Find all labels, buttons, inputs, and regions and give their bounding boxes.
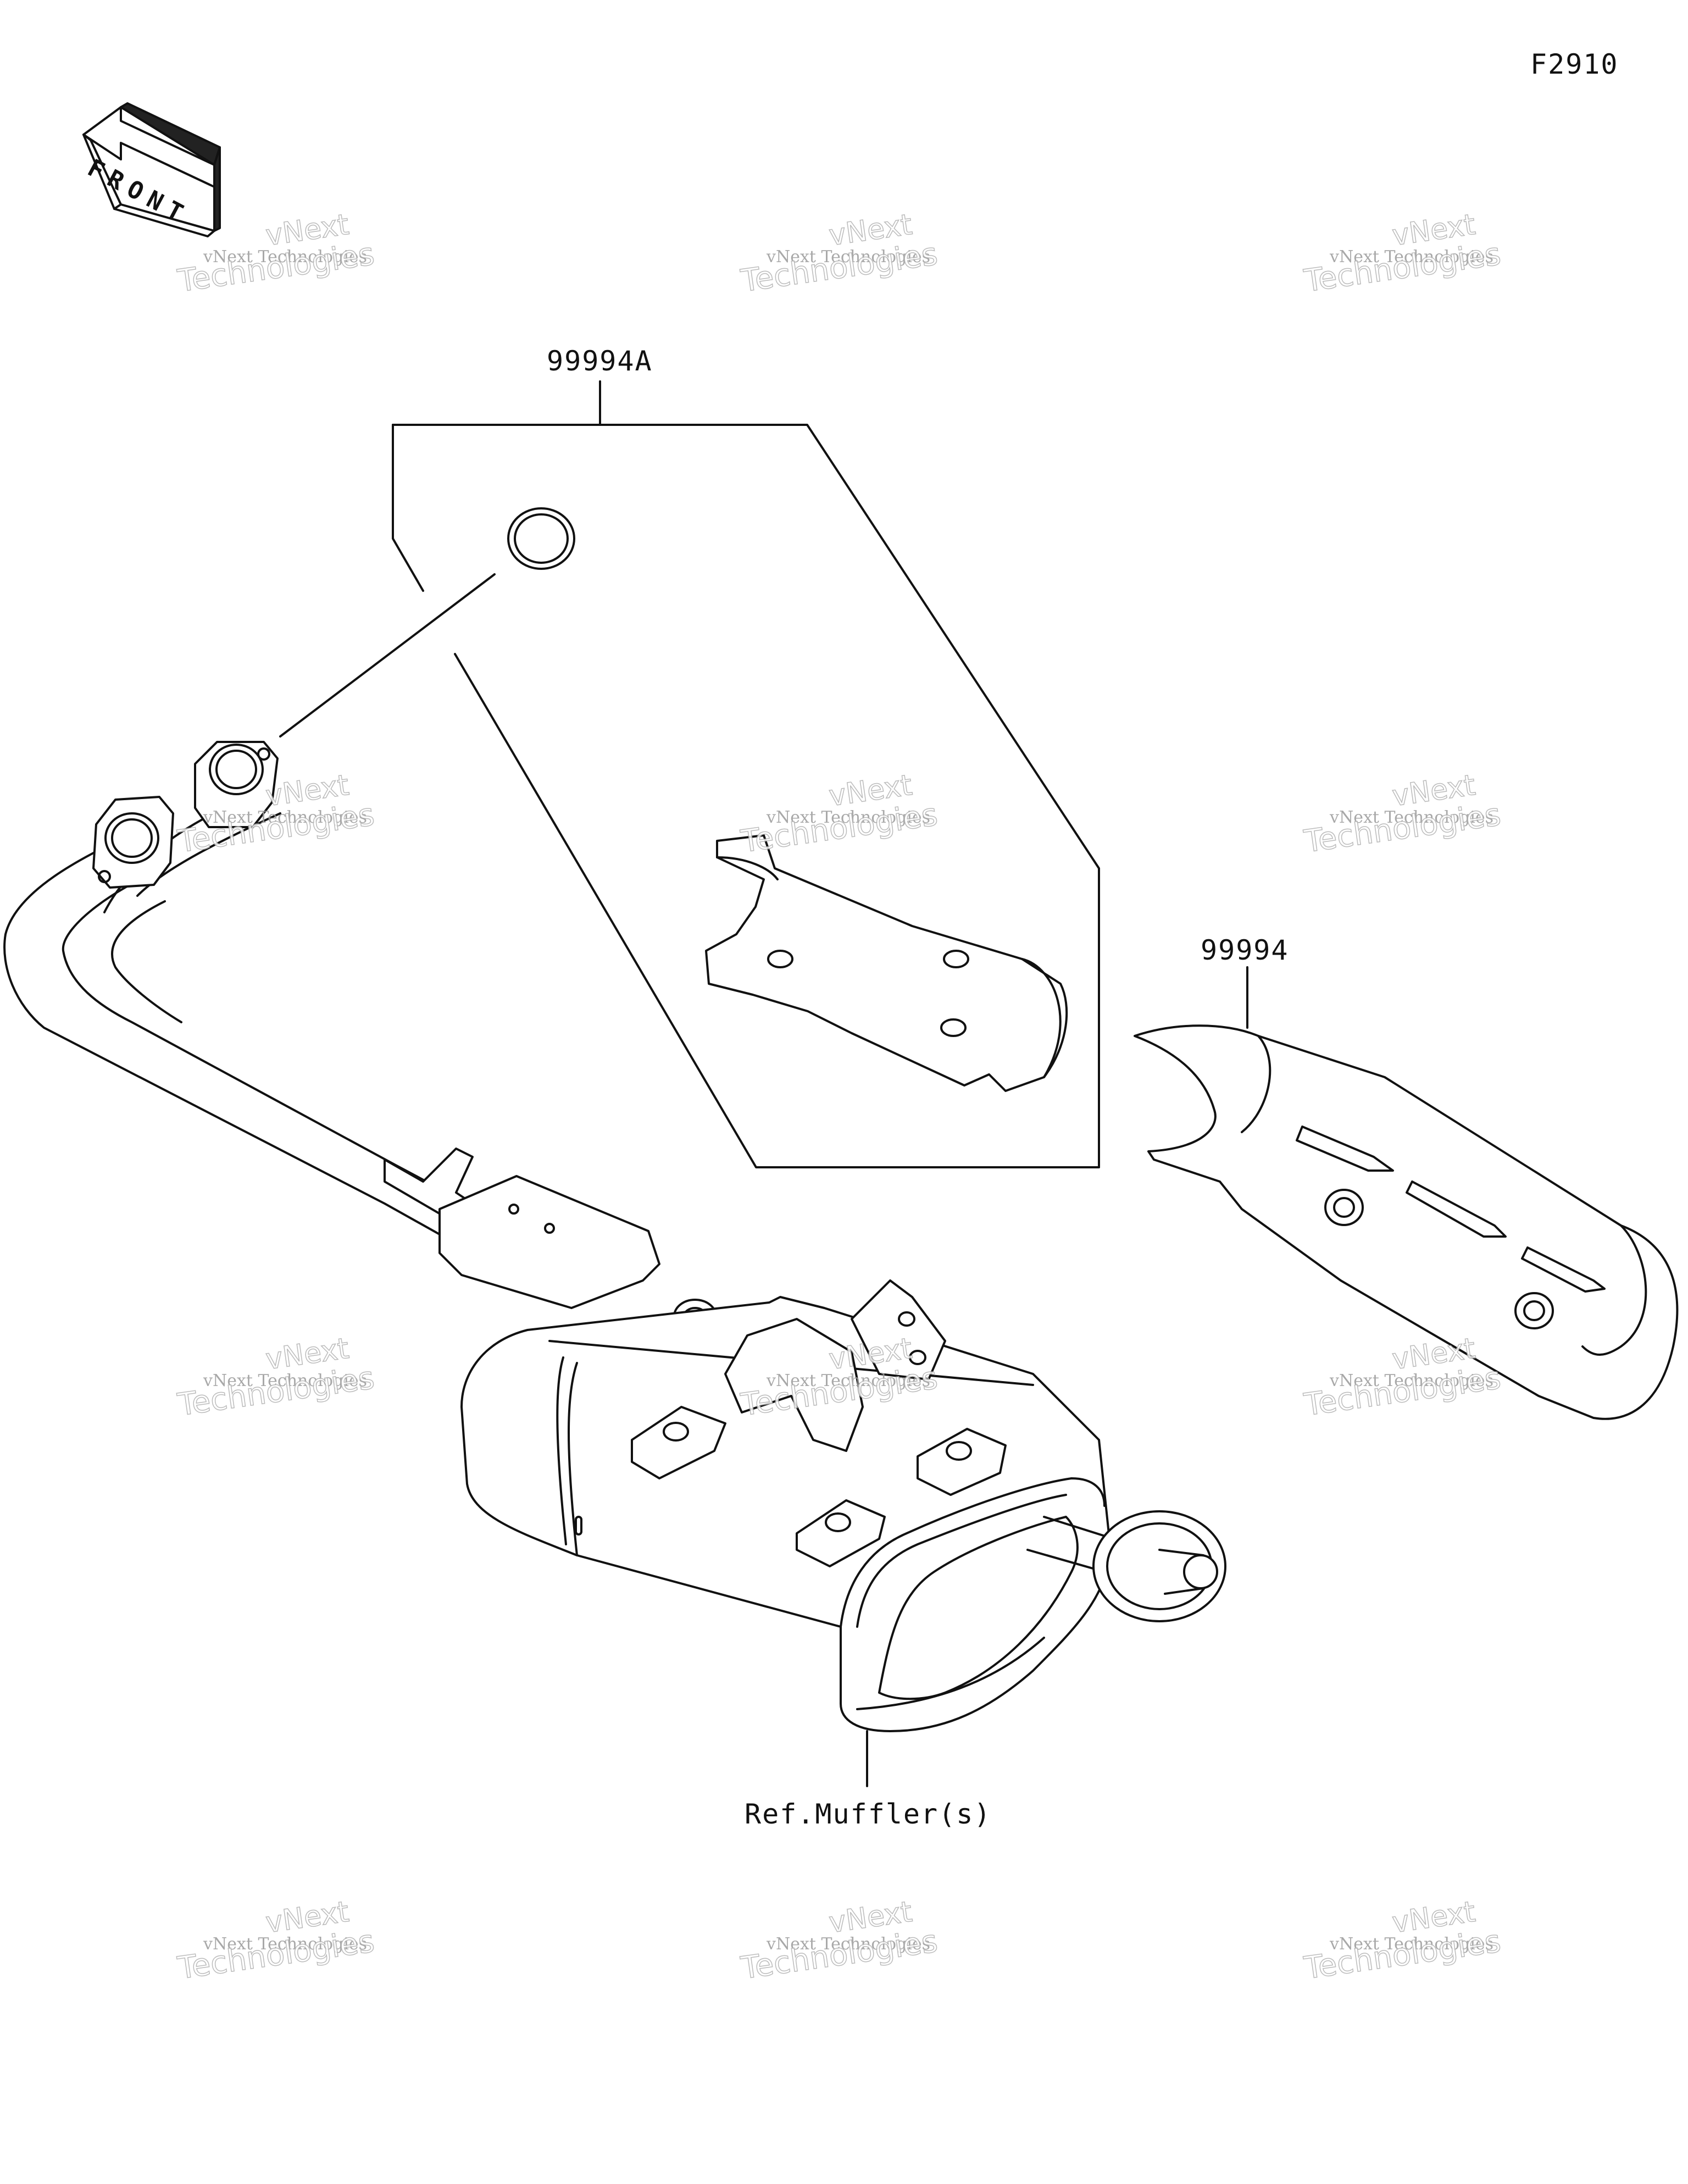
muffler-tailpipe	[1026, 1510, 1226, 1622]
front-direction-arrow-icon	[82, 102, 221, 237]
figure-code-label: F2910	[1530, 48, 1619, 80]
callout-99994: 99994	[1201, 934, 1289, 966]
exhaust-header-pipes	[3, 741, 717, 1334]
callout-99994A: 99994A	[547, 345, 653, 377]
muffler-body	[460, 1279, 1111, 1732]
muffler-cover	[1134, 1024, 1679, 1420]
gasket-ring	[507, 507, 575, 570]
small-heat-shield	[705, 834, 1068, 1092]
callout-ref-muffler: Ref.Muffler(s)	[745, 1798, 992, 1830]
